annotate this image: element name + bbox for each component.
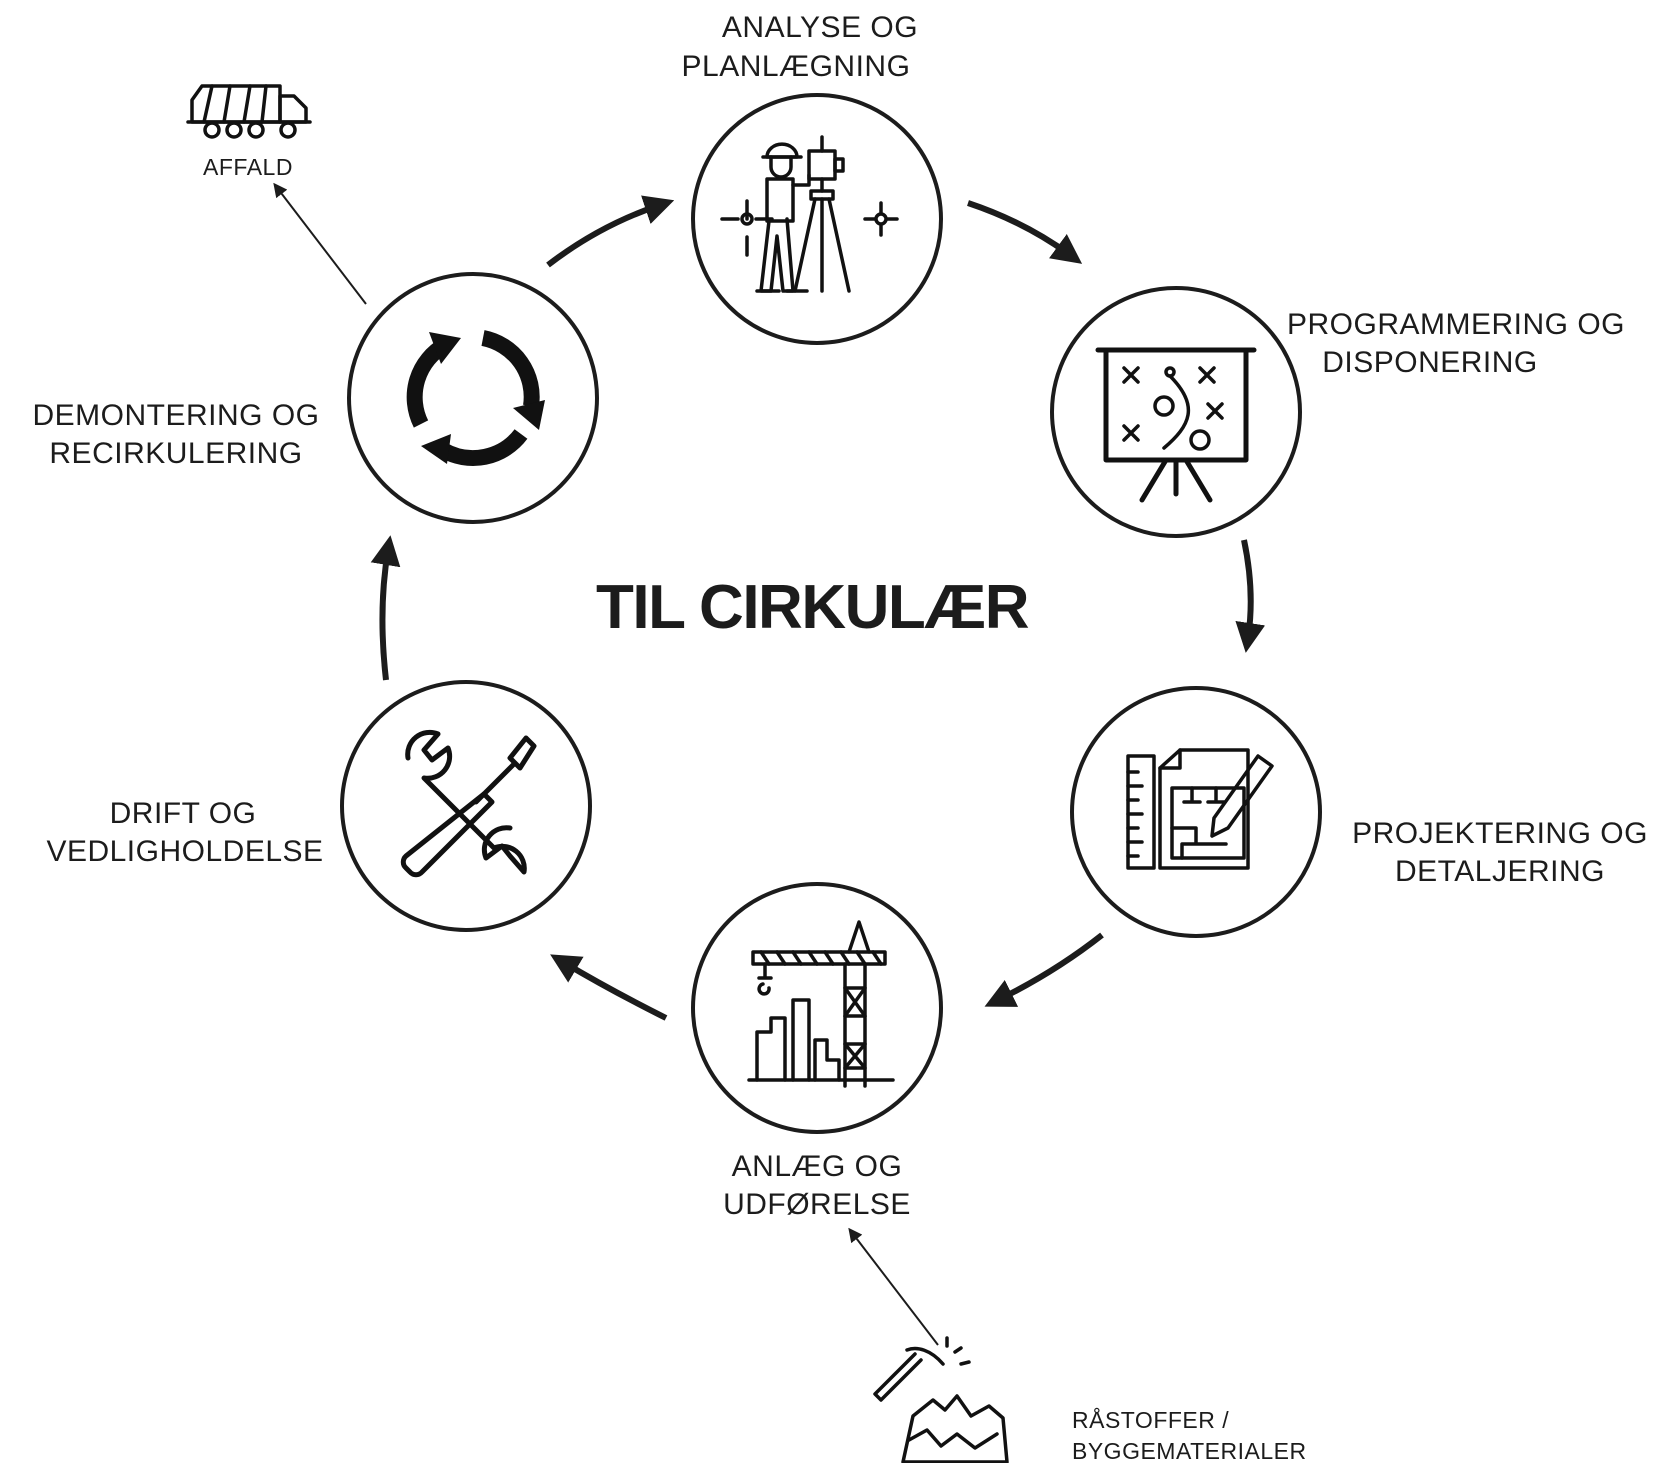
stage-demontering-circle [347, 272, 599, 524]
output-raastoffer-label-line1: RÅSTOFFER / [1072, 1406, 1229, 1433]
stage-programmering: PROGRAMMERING OG DISPONERING [1050, 286, 1625, 538]
stage-anlaeg-label-line1: ANLÆG OG [732, 1150, 903, 1183]
arrow-from-raastoffer [848, 1227, 939, 1346]
output-raastoffer-label-line2: BYGGEMATERIALER [1072, 1438, 1307, 1463]
stage-projektering-circle [1070, 686, 1322, 938]
flow-arrow-demontering-to-analyse [546, 195, 675, 268]
stage-drift-label-line2: VEDLIGHOLDELSE [46, 835, 323, 868]
stage-demontering-label-line1: DEMONTERING OG [32, 399, 319, 432]
output-raastoffer: RÅSTOFFER / BYGGEMATERIALER [873, 1336, 1307, 1463]
stage-analyse: ANALYSE OG PLANLÆGNING [682, 11, 943, 345]
stage-drift: DRIFT OG VEDLIGHOLDELSE [46, 680, 592, 932]
stage-programmering-circle [1050, 286, 1302, 538]
stage-projektering-label-line2: DETALJERING [1395, 855, 1605, 888]
stage-demontering: DEMONTERING OG RECIRKULERING [32, 272, 599, 524]
surveyor-icon [720, 135, 899, 293]
stage-demontering-label-line2: RECIRKULERING [49, 437, 302, 470]
stage-drift-label-line1: DRIFT OG [110, 797, 257, 830]
flow-arrow-anlaeg-to-drift [550, 954, 668, 1021]
diagram-title: TIL CIRKULÆR [596, 573, 1029, 642]
stage-analyse-label-line2: PLANLÆGNING [682, 50, 911, 83]
strategy-board-icon [1095, 347, 1257, 503]
output-affald-label: AFFALD [203, 154, 293, 180]
stage-anlaeg-circle [691, 882, 943, 1134]
flow-arrow-projektering-to-anlaeg [984, 932, 1104, 1007]
flow-arrow-analyse-to-programmering [967, 200, 1083, 264]
arrow-to-affald [273, 182, 367, 305]
stage-analyse-label-line1: ANALYSE OG [722, 11, 918, 44]
stage-programmering-label-line1: PROGRAMMERING OG [1287, 308, 1625, 341]
stage-anlaeg: ANLÆG OG UDFØRELSE [691, 882, 943, 1221]
stage-programmering-label-line2: DISPONERING [1322, 346, 1538, 379]
garbage-truck-icon [186, 84, 312, 139]
recycle-arrows-icon [406, 330, 545, 467]
blueprint-pencil-icon [1126, 748, 1274, 870]
output-affald: AFFALD [186, 84, 312, 180]
construction-crane-icon [747, 920, 895, 1088]
pickaxe-rocks-icon [873, 1336, 1009, 1463]
flow-arrow-programmering-to-projektering [1235, 539, 1266, 653]
wrench-screwdriver-icon [400, 729, 537, 878]
stage-projektering: PROJEKTERING OG DETALJERING [1070, 686, 1648, 938]
stage-projektering-label-line1: PROJEKTERING OG [1352, 817, 1648, 850]
stage-analyse-circle [691, 93, 943, 345]
stage-anlaeg-label-line2: UDFØRELSE [723, 1188, 911, 1221]
flow-arrow-drift-to-demontering [370, 535, 401, 681]
